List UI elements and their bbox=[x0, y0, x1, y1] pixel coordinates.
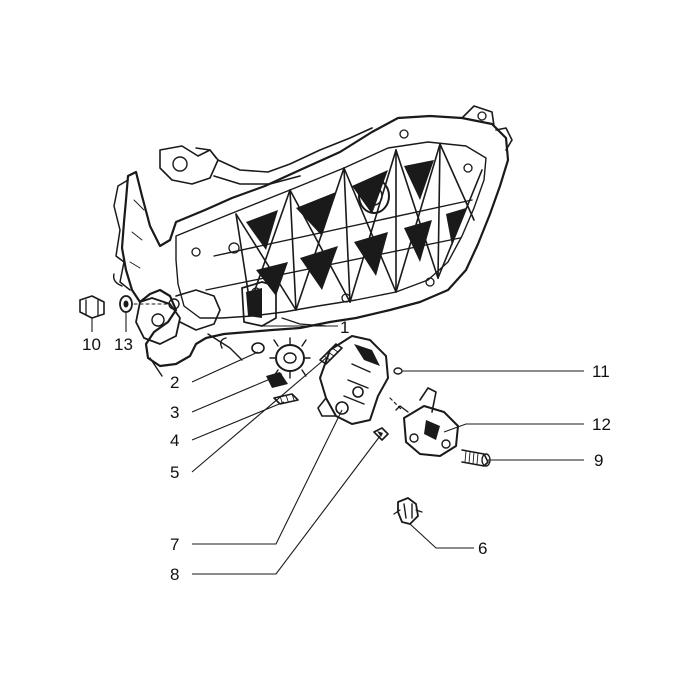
leader-7 bbox=[192, 409, 343, 545]
callout-1: 1 bbox=[340, 318, 349, 337]
callout-5: 5 bbox=[170, 463, 179, 482]
part-2-bush bbox=[251, 342, 265, 354]
callout-13: 13 bbox=[114, 335, 133, 354]
leader-3 bbox=[191, 373, 283, 413]
leader-2 bbox=[191, 351, 259, 383]
part-6-clip bbox=[393, 497, 423, 525]
callout-2: 2 bbox=[170, 373, 179, 392]
part-8-screw bbox=[373, 427, 389, 441]
callout-12: 12 bbox=[592, 415, 611, 434]
leader-4 bbox=[191, 401, 285, 441]
callout-6: 6 bbox=[478, 539, 487, 558]
leader-8 bbox=[192, 435, 381, 575]
callout-10: 10 bbox=[82, 335, 101, 354]
part-3-gear bbox=[266, 337, 311, 388]
part-9-bolt bbox=[461, 449, 491, 467]
callout-7: 7 bbox=[170, 535, 179, 554]
leader-12 bbox=[443, 423, 584, 433]
leader-6 bbox=[409, 523, 474, 549]
part-7-oil-pump bbox=[317, 335, 389, 425]
callout-3: 3 bbox=[170, 403, 179, 422]
part-11-pin bbox=[393, 367, 403, 375]
part-10-bolt bbox=[79, 295, 105, 319]
callout-4: 4 bbox=[170, 431, 179, 450]
callout-11: 11 bbox=[592, 362, 610, 381]
callout-8: 8 bbox=[170, 565, 179, 584]
callout-labels: 1 2 3 4 5 6 7 8 9 10 11 12 13 bbox=[82, 318, 611, 584]
leader-5 bbox=[191, 357, 327, 473]
callout-9: 9 bbox=[594, 451, 603, 470]
crankcase-housing bbox=[112, 105, 513, 377]
part-12-valve-assembly bbox=[389, 387, 459, 457]
leader-lines bbox=[91, 312, 584, 575]
